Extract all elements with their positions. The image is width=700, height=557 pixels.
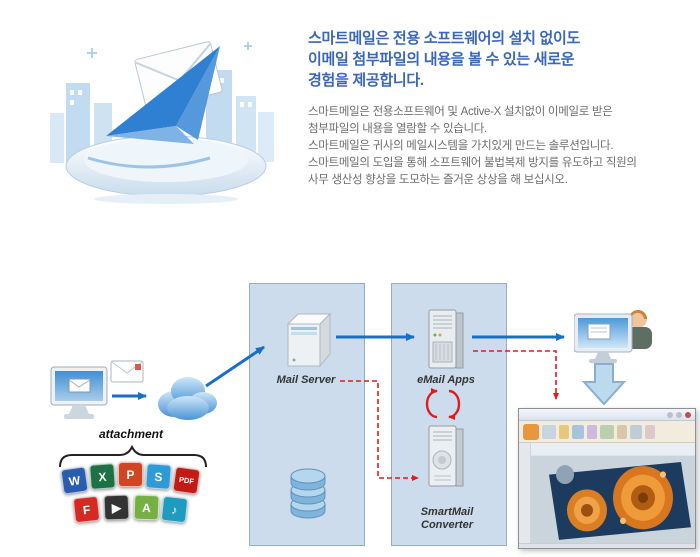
hero-body-line: 스마트메일의 도입을 통해 소프트웨어 불법복제 방지를 유도하고 직원의 <box>308 157 637 169</box>
mail-server-label: Mail Server <box>276 374 336 386</box>
screenshot-titlebar <box>519 409 695 422</box>
hero-heading: 스마트메일은 전용 소프트웨어의 설치 없이도 이메일 첨부파일의 내용을 볼 … <box>308 28 690 91</box>
hero-text-block: 스마트메일은 전용 소프트웨어의 설치 없이도 이메일 첨부파일의 내용을 볼 … <box>308 28 690 189</box>
client-computer-icon <box>50 366 110 427</box>
screenshot-cad-canvas <box>531 442 695 543</box>
ribbon-file-button-icon <box>523 423 539 440</box>
paper-plane-city-art <box>50 41 274 204</box>
screenshot-ribbon <box>519 421 695 443</box>
hero-body-line: 스마트메일은 귀사의 메일시스템을 가치있게 만드는 솔루션입니다. <box>308 140 614 152</box>
file-icon-media: ▶ <box>103 494 130 521</box>
hero-body-line: 첨부파일의 내용을 열람할 수 있습니다. <box>308 123 487 135</box>
smartmail-converter-label: SmartMail Converter <box>420 506 474 531</box>
hero-body: 스마트메일은 전용소프트웨어 및 Active-X 설치없이 이메일로 받은 첨… <box>308 104 690 189</box>
file-icon-image: A <box>133 494 160 521</box>
screenshot-sidebar <box>519 442 531 543</box>
attachment-brace <box>58 443 210 474</box>
smartmail-converter-icon <box>424 424 468 495</box>
file-icon-word: W <box>60 466 89 495</box>
hero-body-line: 스마트메일은 전용소프트웨어 및 Active-X 설치없이 이메일로 받은 <box>308 106 613 118</box>
email-apps-server-icon <box>424 308 468 377</box>
database-icon <box>287 464 329 525</box>
email-envelope-icon <box>110 358 146 389</box>
file-icon-excel: X <box>89 463 116 490</box>
hero-heading-line: 이메일 첨부파일의 내용을 볼 수 있는 새로운 <box>308 51 575 68</box>
file-icon-viewer: S <box>145 463 172 490</box>
hero-heading-line: 경험을 제공합니다. <box>308 72 424 89</box>
file-icon-pdf: PDF <box>172 466 201 495</box>
screenshot-statusbar <box>519 542 695 548</box>
close-icon <box>685 411 691 418</box>
email-apps-label: eMail Apps <box>417 374 475 386</box>
download-arrow-icon <box>581 362 627 411</box>
viewer-app-screenshot <box>518 408 696 549</box>
mail-server-icon <box>278 310 334 377</box>
hero-illustration <box>48 8 283 206</box>
file-icon-music: ♪ <box>160 495 189 524</box>
attachment-label: attachment <box>98 427 163 441</box>
recipient-user-computer-icon <box>573 306 654 371</box>
file-icon-flash: F <box>72 495 101 524</box>
hero-heading-line: 스마트메일은 전용 소프트웨어의 설치 없이도 <box>308 30 580 47</box>
hero-body-line: 사무 생산성 향상을 도모하는 즐거운 상상을 해 보십시오. <box>308 174 568 186</box>
minimize-icon <box>667 411 673 418</box>
file-icon-powerpoint: P <box>118 462 143 487</box>
maximize-icon <box>676 411 682 418</box>
internet-cloud-icon <box>150 368 222 429</box>
